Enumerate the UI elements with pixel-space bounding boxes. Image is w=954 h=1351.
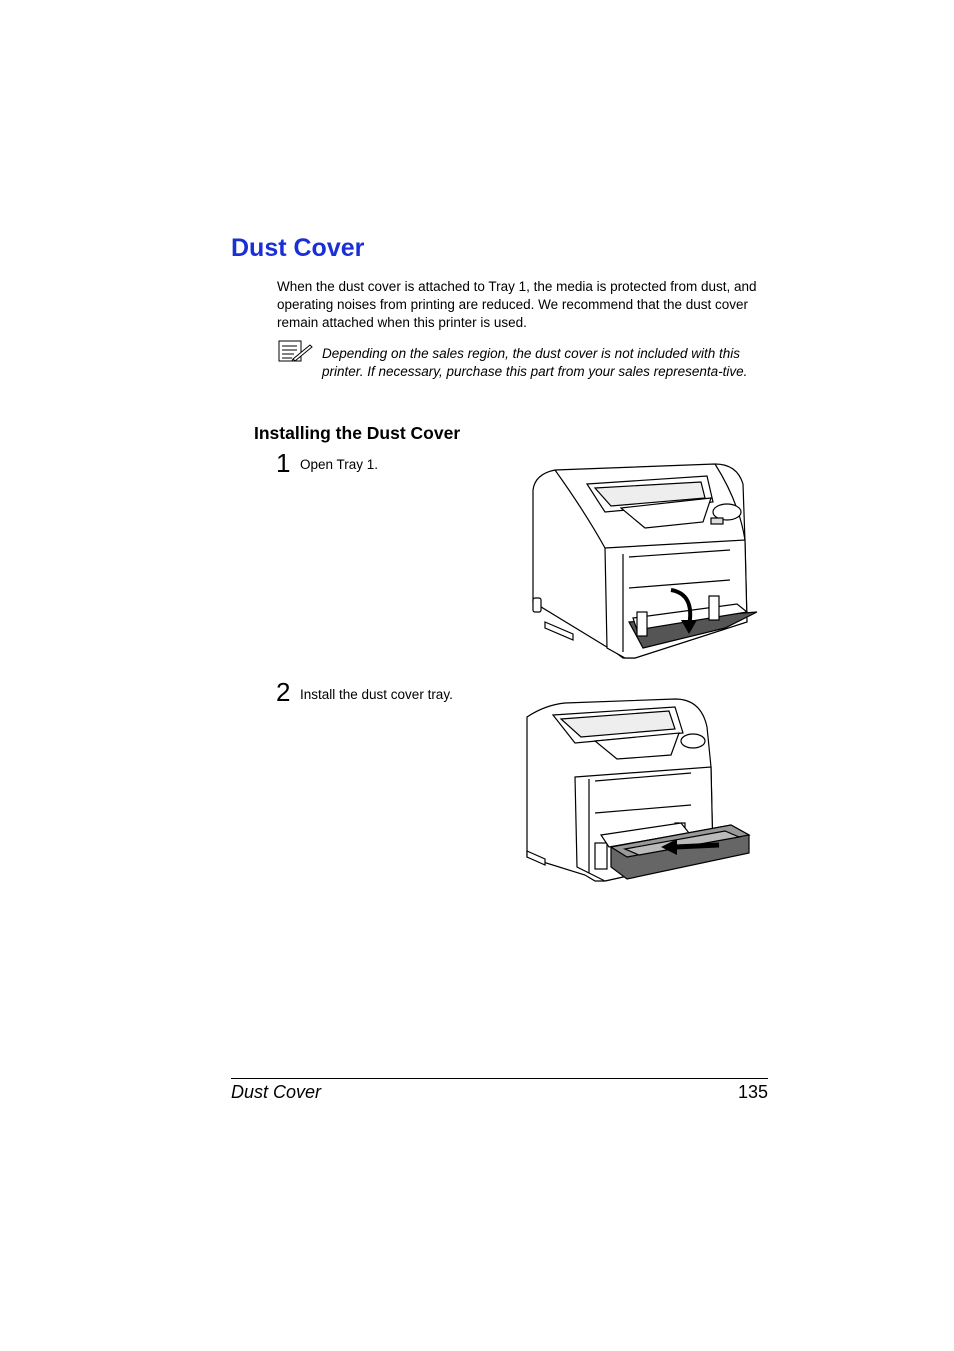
step-2-text: Install the dust cover tray. <box>300 687 453 702</box>
step-1-number: 1 <box>276 448 291 478</box>
step-1-text: Open Tray 1. <box>300 457 379 472</box>
printer-open-tray-illustration <box>532 463 758 659</box>
note-icon <box>278 340 313 362</box>
note-text: Depending on the sales region, the dust … <box>322 346 748 379</box>
intro-paragraph: When the dust cover is attached to Tray … <box>277 279 757 330</box>
step-2-number: 2 <box>276 677 291 707</box>
page-number: 135 <box>737 1082 768 1102</box>
page-title: Dust Cover <box>231 234 365 262</box>
subsection-title: Installing the Dust Cover <box>254 423 461 443</box>
footer-rule <box>231 1078 768 1079</box>
footer-title: Dust Cover <box>231 1082 322 1102</box>
printer-install-dust-cover-illustration <box>526 698 751 882</box>
